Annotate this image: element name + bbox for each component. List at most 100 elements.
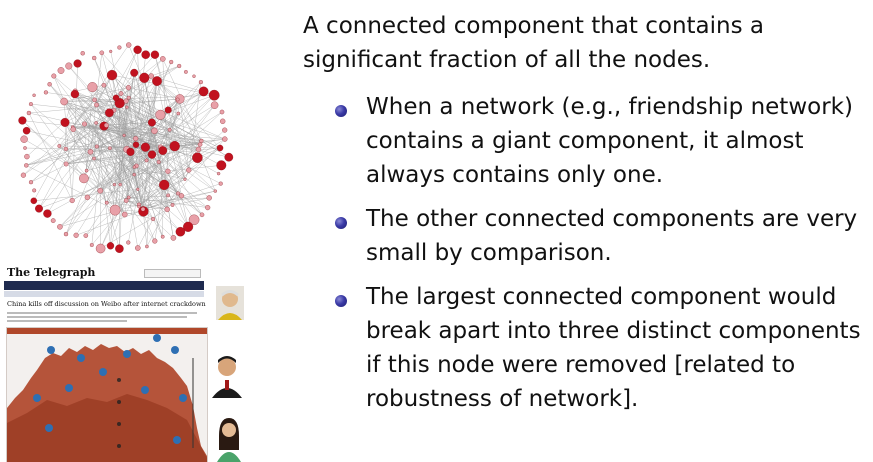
network-edge [167,171,189,227]
network-node [219,109,225,115]
network-node [104,200,109,205]
network-edge [160,147,163,237]
network-node [160,234,165,239]
network-edge [134,166,165,186]
network-edge [146,130,155,161]
telegraph-screenshot: The Telegraph China kills off discussion… [4,262,244,462]
network-edge [94,57,168,210]
network-node [32,188,37,193]
network-node [158,146,168,155]
network-edge [154,54,186,180]
network-node [148,73,154,79]
network-node [79,173,89,184]
network-edge [135,138,199,150]
giant-component-definition: A connected component that contains a si… [303,13,764,73]
news-search-box [144,269,201,278]
network-edge [59,99,178,227]
network-node [115,244,124,253]
network-node [170,235,177,241]
network-node [178,193,185,199]
network-edge [138,190,216,207]
network-edge [96,122,201,145]
text-column: A connected component that contains a si… [300,0,873,462]
news-text-line [7,312,197,314]
network-edge [85,184,121,236]
network-node [205,205,211,211]
news-subnav-bar [4,291,204,297]
network-edge [96,75,113,105]
network-node [109,49,113,53]
network-node [80,51,85,56]
network-node [60,117,70,127]
news-headline: China kills off discussion on Weibo afte… [7,300,206,308]
network-node [43,209,52,218]
network-edge [142,122,153,210]
network-node [126,95,131,100]
network-edge [59,113,179,227]
network-node [206,195,212,201]
network-node [112,94,120,102]
network-node [151,216,156,222]
network-edge [26,125,105,166]
bullet-icon [335,105,347,117]
network-node [164,206,170,213]
network-edge [109,148,144,210]
network-edge [28,98,180,114]
network-edge [38,123,85,209]
network-node [137,205,141,209]
network-node [118,182,122,187]
network-node [156,160,161,164]
network-node [213,189,217,193]
network-node [105,108,114,118]
network-node [177,63,182,69]
bullet-item: When a network (e.g., friendship network… [300,90,873,192]
network-edge [114,111,223,211]
network-node [192,74,196,78]
network-edge [84,123,168,210]
network-edge [179,98,189,171]
network-node [106,242,115,250]
network-edge [85,200,127,236]
network-edge [94,99,152,123]
network-edge [28,112,73,201]
network-node [126,42,132,48]
network-node [150,50,160,59]
bullet-item: The other connected components are very … [300,202,873,270]
network-node [126,240,131,245]
network-edge [93,91,204,159]
network-node [139,72,150,83]
network-node [32,93,36,97]
network-node [195,146,202,153]
network-node [47,82,52,87]
network-edge [126,81,158,201]
network-edge [138,99,178,205]
network-node [160,56,166,62]
network-edge [73,58,163,130]
network-node [121,211,128,218]
censorship-chart-image [6,327,208,462]
network-node [24,163,29,168]
network-edge [151,65,180,77]
person-portrait-1 [216,286,244,320]
network-edge [23,110,115,176]
network-node [164,106,172,114]
network-edge [96,75,152,147]
network-edge [26,148,110,166]
network-node [152,238,158,244]
network-edge [178,113,202,142]
bullet-text: The largest connected component would br… [366,284,861,412]
network-edge [146,122,153,247]
network-node [186,167,192,173]
network-node [216,171,221,176]
network-node [175,97,180,102]
network-edge [72,126,135,175]
network-edge [143,99,178,212]
network-node [63,146,68,151]
network-node [28,102,33,107]
network-node [95,243,106,254]
bullet-list: When a network (e.g., friendship network… [300,90,873,426]
network-node [222,136,228,142]
network-node [216,160,227,171]
network-node [188,214,200,226]
